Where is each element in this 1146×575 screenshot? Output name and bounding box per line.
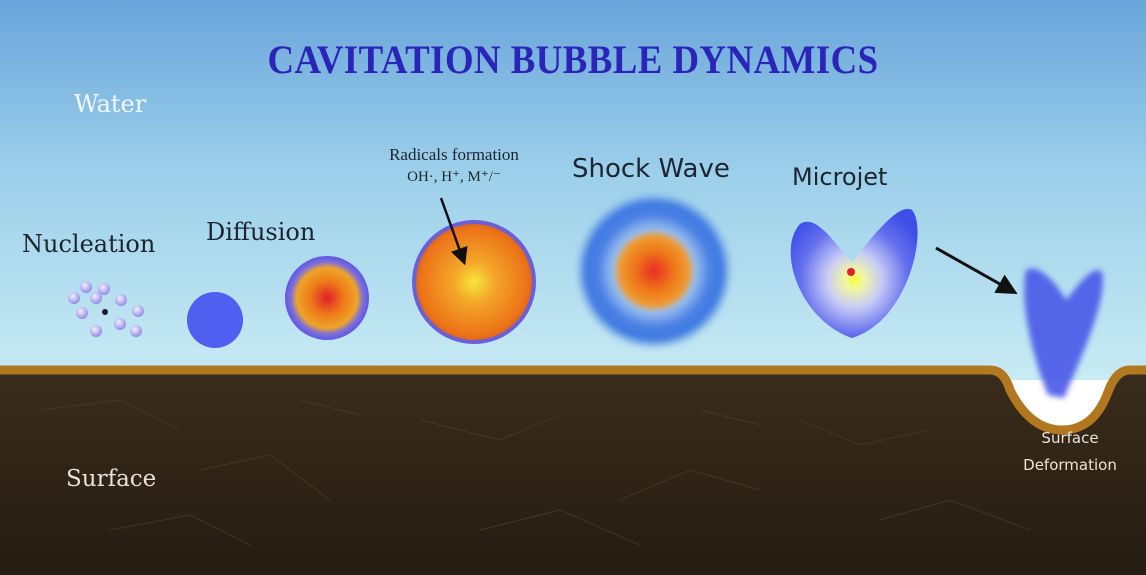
ground-texture xyxy=(39,399,1031,546)
diffusion-label: Diffusion xyxy=(206,218,316,246)
surface-label: Surface xyxy=(66,466,157,492)
microjet-core xyxy=(847,268,855,276)
radicals-formation-label: Radicals formation xyxy=(389,145,519,164)
nucleation-label: Nucleation xyxy=(22,230,156,258)
diagram-title: CAVITATION BUBBLE DYNAMICS xyxy=(267,37,879,82)
microjet-label: Microjet xyxy=(792,163,888,191)
surface-deformation-label-line1: Surface xyxy=(1041,429,1099,447)
impact-jet xyxy=(1024,268,1103,398)
impact-arrow xyxy=(935,246,1018,295)
growing-bubble xyxy=(285,256,369,340)
surface-edge xyxy=(0,365,1146,435)
diffusion-bubble xyxy=(187,292,243,348)
radical-species-label: OH·, H⁺, M⁺/⁻ xyxy=(407,169,501,185)
surface-ground xyxy=(0,372,1146,575)
surface-deformation-label-line2: Deformation xyxy=(1023,456,1117,474)
shock-wave-core xyxy=(616,233,692,309)
water-label: Water xyxy=(74,90,147,118)
shock-wave-label: Shock Wave xyxy=(572,154,730,184)
nucleation-bubbles xyxy=(68,281,144,337)
radicals-arrow xyxy=(439,197,468,266)
radicals-bubble xyxy=(412,220,536,344)
